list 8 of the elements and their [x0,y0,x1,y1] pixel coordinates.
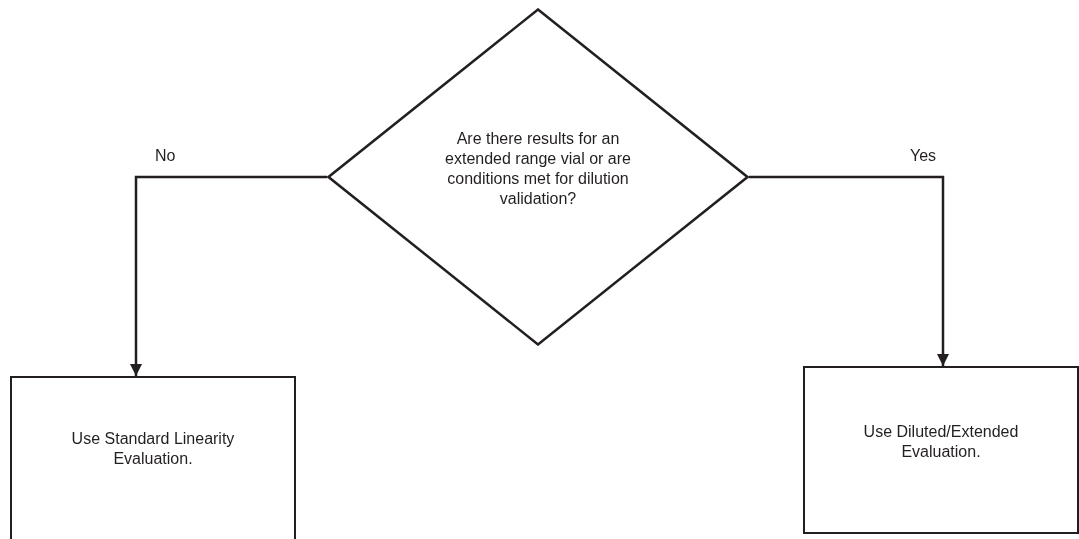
node-text: Are there results for an extended range vial or are conditions met for dilution validation? [444,129,632,209]
node-text: Use Standard Linearity Evaluation. [70,429,236,469]
process-box [803,366,1079,534]
arrow [749,175,950,366]
process-box [10,376,296,539]
decision-diamond [327,8,749,346]
node-text: Use Diluted/Extended Evaluation. [862,422,1020,462]
arrow [129,175,327,376]
